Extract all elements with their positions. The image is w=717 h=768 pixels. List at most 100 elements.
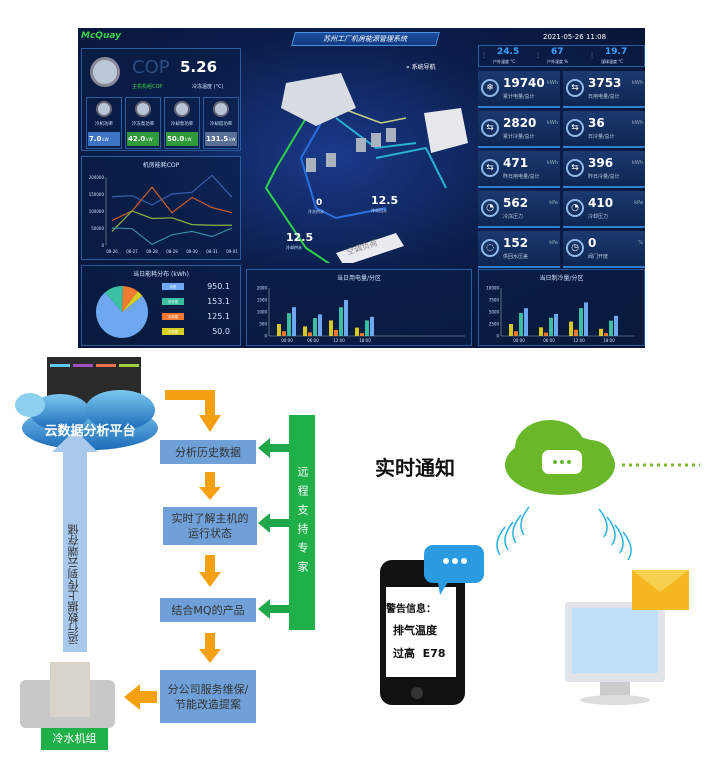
system-nav-link[interactable]: » 系统导航 xyxy=(406,64,436,71)
bar xyxy=(579,308,583,336)
dashboard-title: 苏州工厂机房能源管理系统 xyxy=(291,32,440,46)
notify-graphic xyxy=(380,420,700,705)
unit-label: 冷却泵功率 xyxy=(170,122,194,127)
legend-label: 冷却泵 xyxy=(168,314,179,319)
stat-label: 昨日用电量/总计 xyxy=(503,174,540,180)
unit-value: 42.0 xyxy=(128,135,146,143)
legend-swatch xyxy=(162,298,184,305)
pie-slice xyxy=(96,292,148,338)
system-nav-label: 系统导航 xyxy=(411,64,436,71)
legend-value: 153.1 xyxy=(207,297,230,306)
chiller-unit-icon xyxy=(281,73,356,126)
stat-label: 日用电量/总计 xyxy=(588,94,620,100)
stat-icon: ◷ xyxy=(566,239,584,257)
legend-value: 50.0 xyxy=(212,327,230,336)
y-tick-label: 150000 xyxy=(89,192,105,197)
thermometer-icon: ⫶ xyxy=(591,51,593,60)
unit-label: 冷却塔功率 xyxy=(209,122,233,127)
env-value: 67 xyxy=(551,47,564,57)
cloud-icon xyxy=(15,390,158,450)
y-tick-label: 10000 xyxy=(486,286,499,291)
y-tick-label: 100000 xyxy=(89,209,105,214)
stat-icon: ◔ xyxy=(481,199,499,217)
temp-1-label: 冷冻供水 xyxy=(308,209,324,214)
bar xyxy=(334,330,338,336)
bar xyxy=(303,326,307,336)
bar xyxy=(287,313,291,336)
chart-title: 机房能耗COP xyxy=(142,162,180,169)
x-tick-label: 08-27 xyxy=(126,249,138,254)
fan-icon xyxy=(135,101,151,117)
thermometer-icon: ⫶ xyxy=(483,51,485,60)
stat-value: 36 xyxy=(588,116,605,130)
bar xyxy=(614,315,618,336)
stat-icon: ⇆ xyxy=(481,159,499,177)
legend-swatch xyxy=(162,283,184,290)
mcquay-logo: McQuay xyxy=(81,31,122,41)
upload-arrow-icon xyxy=(52,430,98,652)
unit-unit: kW xyxy=(102,137,109,142)
y-tick-label: 50000 xyxy=(91,226,104,231)
x-tick-label: 12:00 xyxy=(573,338,585,343)
message-bubble-icon xyxy=(424,545,484,583)
y-tick-label: 500 xyxy=(259,322,267,327)
stat-value: 562 xyxy=(503,196,529,210)
x-tick-label: 08-30 xyxy=(186,249,198,254)
pie-slice xyxy=(122,291,143,312)
bar xyxy=(339,307,343,336)
stat-label: 日冷量/总计 xyxy=(588,134,615,140)
bar xyxy=(329,320,333,336)
unit-label: 冷冻泵功率 xyxy=(131,122,155,127)
x-tick-label: 06:00 xyxy=(307,338,319,343)
chiller-image-icon xyxy=(20,662,115,728)
bar xyxy=(313,318,317,336)
signal-waves-left xyxy=(496,506,530,556)
bar xyxy=(554,313,558,336)
x-tick-label: 08-29 xyxy=(166,249,178,254)
energy-dashboard-screenshot: McQuay 苏州工厂机房能源管理系统 2021-05-26 11:08 COP… xyxy=(78,28,645,348)
bar xyxy=(308,332,312,336)
stat-unit: kWh xyxy=(631,120,643,126)
y-tick-label: 1500 xyxy=(257,298,268,303)
chart-title: 当日制冷量/分区 xyxy=(539,275,584,282)
bar xyxy=(569,321,573,336)
plant-3d-scene: » 系统导航 0 冷冻供水 12.5 冷却回水 12.5 冷却供水 空调负荷 xyxy=(246,48,476,263)
stat-value: 0 xyxy=(588,236,597,250)
bar xyxy=(318,314,322,336)
stat-unit: kPa xyxy=(549,200,558,206)
env-value: 24.5 xyxy=(497,47,520,57)
bar xyxy=(277,324,281,336)
cooling-tower-icon xyxy=(424,108,468,153)
stat-icon: ⇆ xyxy=(566,119,584,137)
chart-title: 当日能耗分布 (kWh) xyxy=(133,271,189,278)
x-tick-label: 18:00 xyxy=(359,338,371,343)
step-analyze-history: 分析历史数据 xyxy=(160,440,256,464)
legend-value: 125.1 xyxy=(207,312,230,321)
step-service-proposal: 分公司服务维保/节能改造提案 xyxy=(160,670,256,723)
y-tick-label: 0 xyxy=(264,334,267,339)
unit-value: 50.0 xyxy=(167,135,185,143)
cop-sub1: 主机机组COP xyxy=(132,84,163,90)
chiller-gauge-icon xyxy=(90,57,120,87)
temp-3-label: 冷却供水 xyxy=(286,245,302,250)
unit-unit: kW xyxy=(185,137,192,142)
stat-value: 2820 xyxy=(503,116,537,130)
stat-icon: ◌ xyxy=(481,239,499,257)
y-tick-label: 0 xyxy=(101,243,104,248)
bar xyxy=(544,332,548,336)
env-label: 湿球温度 °C xyxy=(601,59,624,64)
datetime: 2021-05-26 11:08 xyxy=(543,33,607,41)
x-tick-label: 18:00 xyxy=(603,338,615,343)
bar xyxy=(355,327,359,336)
orange-arrows xyxy=(124,390,221,710)
stat-unit: kPa xyxy=(549,240,558,246)
alert-label: 警告信息： xyxy=(386,604,436,615)
stat-label: 阀门开度 xyxy=(588,254,609,260)
remote-expert-bar: 远程支持专家 xyxy=(289,415,315,630)
thermometer-icon: ⫶ xyxy=(537,51,539,60)
